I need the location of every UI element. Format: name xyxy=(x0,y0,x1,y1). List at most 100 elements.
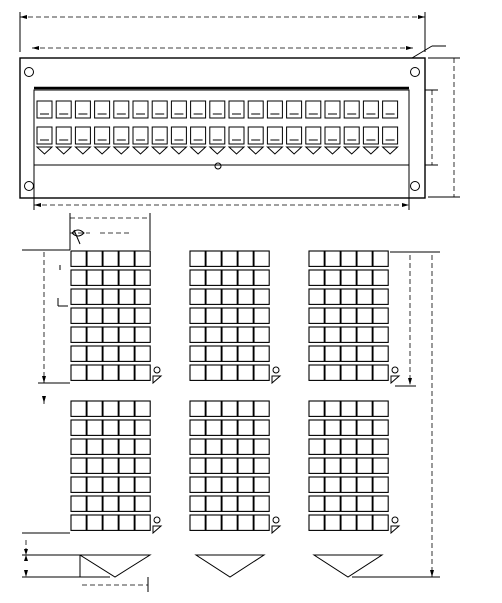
module-cell xyxy=(373,515,388,530)
module-cell xyxy=(238,289,253,304)
module-cell xyxy=(103,308,118,323)
module-cell xyxy=(222,289,237,304)
module-cell xyxy=(373,365,388,380)
module-cell xyxy=(135,401,150,416)
module-cell xyxy=(373,308,388,323)
module-cell xyxy=(373,420,388,435)
module-cell xyxy=(103,365,118,380)
module-block-center xyxy=(190,251,280,383)
module-cell xyxy=(309,515,324,530)
module-cell xyxy=(222,251,237,266)
module-cell xyxy=(103,439,118,454)
module-cell xyxy=(87,327,102,342)
module-cell xyxy=(238,327,253,342)
module-cell xyxy=(254,515,269,530)
module-cell xyxy=(206,496,221,511)
module-cell xyxy=(71,327,86,342)
module-cell xyxy=(325,477,340,492)
module-cell xyxy=(190,496,205,511)
front-port xyxy=(325,101,340,118)
module-cell xyxy=(206,477,221,492)
module-cell xyxy=(135,289,150,304)
module-cell xyxy=(135,420,150,435)
module-cell xyxy=(238,346,253,361)
module-cell xyxy=(238,458,253,473)
module-cell xyxy=(103,346,118,361)
module-cell xyxy=(341,458,356,473)
module-cell xyxy=(190,477,205,492)
module-cell xyxy=(357,365,372,380)
module-cell xyxy=(309,327,324,342)
module-cell xyxy=(341,346,356,361)
module-block-right xyxy=(309,401,399,533)
module-cell xyxy=(119,458,134,473)
module-cell xyxy=(206,308,221,323)
module-cell xyxy=(71,365,86,380)
module-cell xyxy=(238,251,253,266)
module-cell xyxy=(325,289,340,304)
module-cell xyxy=(341,420,356,435)
module-cell xyxy=(190,308,205,323)
module-cell xyxy=(373,458,388,473)
module-cell xyxy=(135,496,150,511)
module-cell xyxy=(238,477,253,492)
module-cell xyxy=(190,420,205,435)
pitch-detail xyxy=(70,213,150,250)
module-cell xyxy=(238,401,253,416)
module-cell xyxy=(119,251,134,266)
module-cell xyxy=(87,515,102,530)
module-cell xyxy=(222,365,237,380)
front-port xyxy=(191,101,206,118)
front-port xyxy=(344,101,359,118)
module-cell xyxy=(373,346,388,361)
module-cell xyxy=(325,308,340,323)
module-cell xyxy=(254,477,269,492)
front-port xyxy=(95,101,110,118)
module-cell xyxy=(119,327,134,342)
module-cell xyxy=(309,289,324,304)
front-port xyxy=(229,101,244,118)
module-cell xyxy=(373,327,388,342)
module-cell xyxy=(190,289,205,304)
module-cell xyxy=(357,289,372,304)
module-cell xyxy=(238,439,253,454)
module-cell xyxy=(373,251,388,266)
module-cell xyxy=(373,289,388,304)
module-cell xyxy=(103,289,118,304)
module-cell xyxy=(135,365,150,380)
ground-symbol xyxy=(391,517,399,533)
module-cell xyxy=(341,289,356,304)
front-port xyxy=(133,101,148,118)
module-cell xyxy=(103,496,118,511)
module-cell xyxy=(119,270,134,285)
panel-height-dimension xyxy=(425,58,460,197)
module-cell xyxy=(357,251,372,266)
module-cell xyxy=(87,251,102,266)
module-cell xyxy=(71,477,86,492)
overall-width-dimension xyxy=(20,12,425,52)
module-cell xyxy=(87,401,102,416)
module-cell xyxy=(254,346,269,361)
module-cell xyxy=(206,458,221,473)
module-cell xyxy=(254,401,269,416)
module-cell xyxy=(325,270,340,285)
module-cell xyxy=(119,289,134,304)
mounting-width-dimension xyxy=(32,46,413,50)
module-cell xyxy=(357,420,372,435)
module-cell xyxy=(341,251,356,266)
module-cell xyxy=(206,401,221,416)
module-cell xyxy=(206,346,221,361)
module-cell xyxy=(135,458,150,473)
module-cell xyxy=(190,270,205,285)
module-cell xyxy=(87,365,102,380)
module-cell xyxy=(135,270,150,285)
module-cell xyxy=(103,251,118,266)
module-cell xyxy=(341,270,356,285)
module-cell xyxy=(190,365,205,380)
module-cell xyxy=(373,270,388,285)
cable-guides xyxy=(80,555,382,592)
module-cell xyxy=(87,308,102,323)
module-cell xyxy=(357,458,372,473)
module-cell xyxy=(135,308,150,323)
